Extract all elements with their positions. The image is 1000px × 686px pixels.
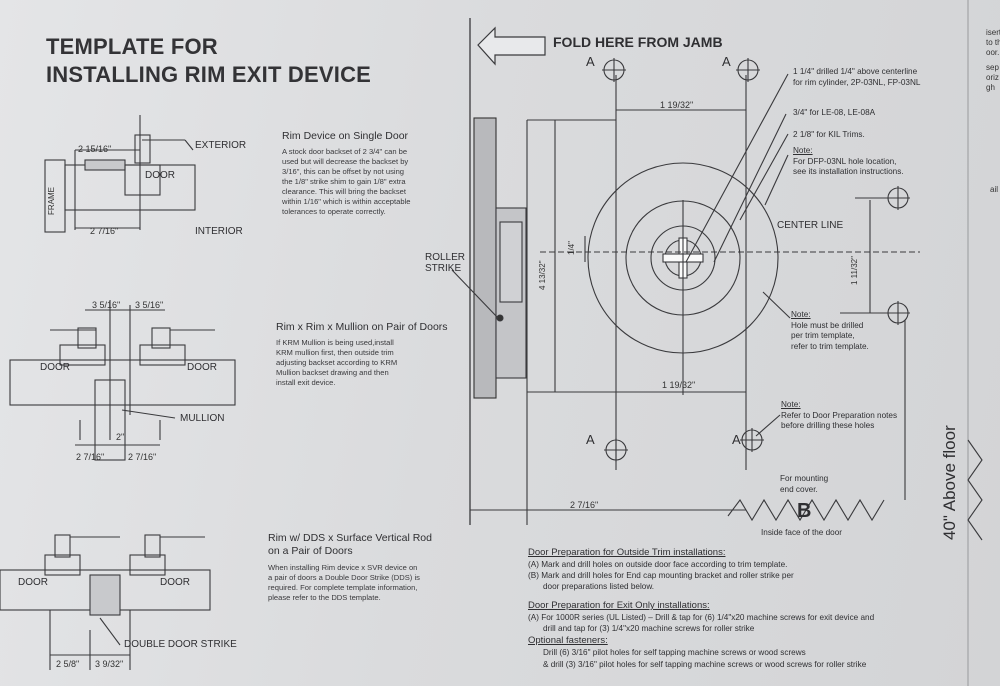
dim-top: 1 19/32" bbox=[660, 100, 694, 110]
dim-mid: 1 19/32" bbox=[662, 380, 696, 390]
section3-dim-b1: 2 5/8" bbox=[56, 659, 80, 669]
outside-prep-b1: (B) Mark and drill holes for End cap mou… bbox=[528, 571, 794, 580]
dim-vert: 4 13/32" bbox=[538, 260, 547, 290]
section2-dim-b1: 2 7/16" bbox=[76, 452, 105, 462]
section2-door-left: DOOR bbox=[40, 362, 70, 373]
inside-face-label: Inside face of the door bbox=[761, 528, 843, 537]
dim-bottom: 2 7/16" bbox=[570, 500, 599, 510]
section1-door: DOOR bbox=[145, 170, 175, 181]
section3-body: When installing Rim device x SVR device … bbox=[268, 563, 420, 602]
fasteners-heading: Optional fasteners: bbox=[528, 635, 608, 646]
callout-2: 3/4" for LE-08, LE-08A bbox=[793, 108, 876, 117]
outside-prep-a: (A) Mark and drill holes on outside door… bbox=[528, 560, 788, 569]
section2-dim-mid: 2" bbox=[116, 432, 125, 442]
section3-heading-2: on a Pair of Doors bbox=[268, 545, 353, 557]
center-line-label: CENTER LINE bbox=[777, 220, 844, 231]
section2-mullion: MULLION bbox=[180, 413, 225, 424]
floor-height-label: 40" Above floor bbox=[940, 425, 959, 540]
section3-door-right: DOOR bbox=[160, 577, 190, 588]
point-a-top-right: A bbox=[722, 54, 731, 69]
section2-heading: Rim x Rim x Mullion on Pair of Doors bbox=[276, 321, 448, 333]
section2-door-right: DOOR bbox=[187, 362, 217, 373]
section1-heading: Rim Device on Single Door bbox=[282, 130, 409, 142]
point-a-bottom-left: A bbox=[586, 432, 595, 447]
exit-prep-a2: drill and tap for (3) 1/4"x20 machine sc… bbox=[543, 624, 755, 633]
callout-3: 2 1/8" for KIL Trims. bbox=[793, 130, 865, 139]
section3-strike: DOUBLE DOOR STRIKE bbox=[124, 639, 237, 650]
section1-dim-top: 2 15/16" bbox=[78, 144, 112, 154]
section3-door-left: DOOR bbox=[18, 577, 48, 588]
section1-exterior: EXTERIOR bbox=[195, 140, 247, 151]
point-b: B bbox=[797, 500, 812, 522]
fold-label: FOLD HERE FROM JAMB bbox=[553, 34, 723, 50]
section2-dim-left: 3 5/16" bbox=[92, 300, 121, 310]
point-a-top-left: A bbox=[586, 54, 595, 69]
section1-interior: INTERIOR bbox=[195, 226, 243, 237]
outside-prep-b2: door preparations listed below. bbox=[543, 582, 655, 591]
title-line-1: TEMPLATE FOR bbox=[46, 34, 218, 59]
section1-frame: FRAME bbox=[47, 187, 56, 215]
title-line-2: INSTALLING RIM EXIT DEVICE bbox=[46, 62, 372, 87]
section1-dim-bottom: 2 7/16" bbox=[90, 226, 119, 236]
note-1: Note:For DFP-03NL hole location,see its … bbox=[793, 146, 904, 176]
section3-heading-1: Rim w/ DDS x Surface Vertical Rod bbox=[268, 532, 432, 544]
dim-right: 1 11/32" bbox=[850, 256, 859, 285]
exit-prep-a1: (A) For 1000R series (UL Listed) – Drill… bbox=[528, 613, 875, 622]
exit-prep-heading: Door Preparation for Exit Only installat… bbox=[528, 600, 710, 611]
section3-dim-b2: 3 9/32" bbox=[95, 659, 124, 669]
fasteners-1: Drill (6) 3/16" pilot holes for self tap… bbox=[543, 648, 806, 657]
section2-dim-b2: 2 7/16" bbox=[128, 452, 157, 462]
section2-dim-right: 3 5/16" bbox=[135, 300, 164, 310]
right-edge-text-2: ail bbox=[990, 185, 999, 194]
outside-prep-heading: Door Preparation for Outside Trim instal… bbox=[528, 547, 726, 558]
fasteners-2: & drill (3) 3/16" pilot holes for self t… bbox=[543, 660, 867, 669]
dim-quarter: 1/4" bbox=[567, 241, 576, 255]
point-a-bottom-right: A bbox=[732, 432, 741, 447]
